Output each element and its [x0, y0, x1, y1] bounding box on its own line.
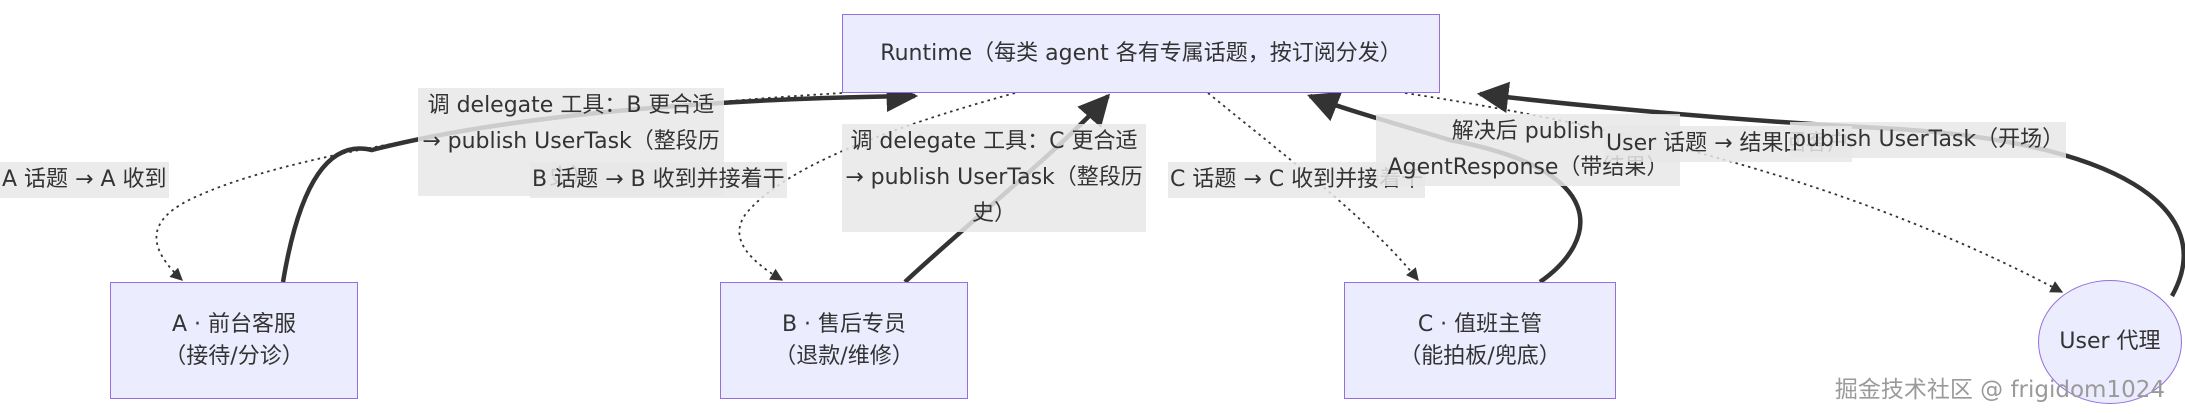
label-runtime-to-a: A 话题 → A 收到	[0, 162, 169, 198]
agent-a-title: A · 前台客服	[171, 311, 297, 337]
runtime-node: Runtime（每类 agent 各有专属话题，按订阅分发）	[842, 14, 1440, 93]
agent-b-node: B · 售后专员 （退款/维修）	[720, 282, 968, 399]
runtime-node-label: Runtime（每类 agent 各有专属话题，按订阅分发）	[880, 40, 1402, 66]
agent-c-node: C · 值班主管 （能拍板/兜底）	[1344, 282, 1616, 399]
agent-c-title: C · 值班主管	[1417, 311, 1543, 337]
edge-runtime-to-user	[1404, 92, 2064, 293]
user-proxy-node: User 代理	[2038, 280, 2182, 404]
watermark: 掘金技术社区 @ frigidom1024	[1834, 377, 2165, 403]
agent-a-role: （接待/分诊）	[164, 343, 304, 369]
agent-b-title: B · 售后专员	[781, 311, 907, 337]
agent-c-role: （能拍板/兜底）	[1399, 343, 1561, 369]
label-runtime-to-b: B 话题 → B 收到并接着干	[530, 162, 787, 198]
agent-a-node: A · 前台客服 （接待/分诊）	[110, 282, 358, 399]
agent-b-role: （退款/维修）	[774, 343, 914, 369]
label-b-delegate: 调 delegate 工具：C 更合适 → publish UserTask（整…	[842, 124, 1146, 232]
label-user-publish: publish UserTask（开场）	[1790, 122, 2067, 158]
user-proxy-label: User 代理	[2059, 329, 2161, 354]
